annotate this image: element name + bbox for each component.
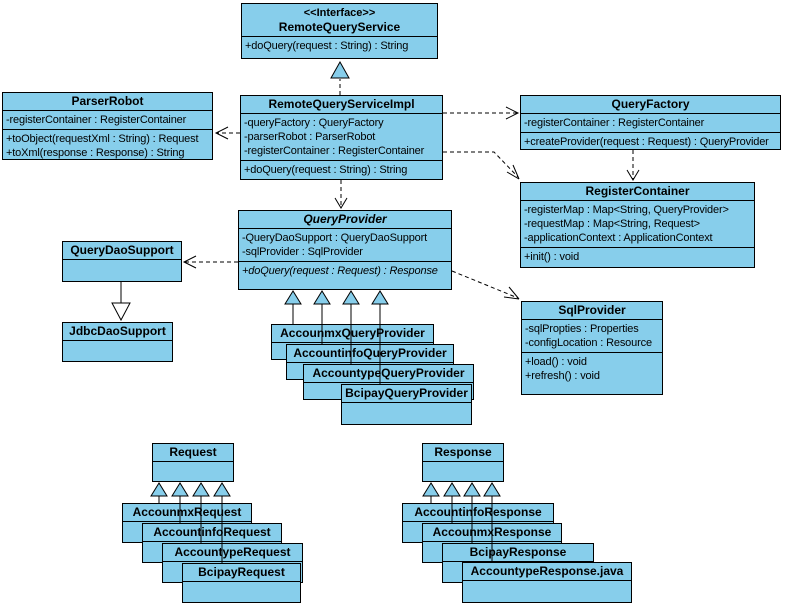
method: +load() : void bbox=[525, 356, 587, 368]
empty-compartment bbox=[163, 561, 302, 566]
method: +refresh() : void bbox=[525, 370, 600, 382]
method: +toObject(requestXml : String) : Request bbox=[6, 133, 199, 145]
class-name: BcipayResponse bbox=[469, 545, 567, 559]
class-query-factory[interactable]: QueryFactory -registerContainer : Regist… bbox=[520, 95, 781, 150]
dependency-impl-to-register-container bbox=[443, 151, 520, 180]
class-name: ParserRobot bbox=[71, 94, 144, 108]
attributes-compartment: -QueryDaoSupport : QueryDaoSupport -sqlP… bbox=[239, 228, 451, 261]
methods-compartment: +doQuery(request : String) : String bbox=[241, 160, 442, 179]
class-name: AccountinfoRequest bbox=[153, 525, 271, 539]
methods-compartment: +init() : void bbox=[521, 247, 754, 266]
empty-compartment bbox=[443, 561, 593, 566]
empty-compartment bbox=[153, 461, 233, 466]
class-name: QueryFactory bbox=[611, 97, 690, 111]
attribute: -requestMap : Map<String, Request> bbox=[524, 218, 700, 230]
method: +doQuery(request : String) : String bbox=[245, 40, 409, 52]
dependency-query-factory-to-register-container bbox=[626, 150, 640, 181]
class-name: AccountinfoQueryProvider bbox=[293, 346, 447, 360]
attributes-compartment: -registerContainer : RegisterContainer bbox=[521, 113, 780, 132]
empty-compartment bbox=[143, 541, 281, 546]
empty-compartment bbox=[272, 342, 433, 347]
class-name: JdbcDaoSupport bbox=[69, 324, 166, 338]
class-name: AccountypeResponse.java bbox=[470, 564, 624, 578]
attribute: -sqlPropties : Properties bbox=[525, 323, 639, 335]
class-name: AccountinfoResponse bbox=[414, 505, 542, 519]
class-query-dao-support[interactable]: QueryDaoSupport bbox=[62, 241, 182, 282]
class-name: AccountypeQueryProvider bbox=[312, 366, 465, 380]
realization-impl-to-interface bbox=[330, 60, 350, 95]
class-bcipay-request[interactable]: BcipayRequest bbox=[182, 563, 301, 603]
empty-compartment bbox=[123, 521, 251, 526]
attribute: -registerContainer : RegisterContainer bbox=[244, 145, 425, 157]
methods-compartment: +doQuery(request : String) : String bbox=[242, 36, 437, 55]
attribute: -applicationContext : ApplicationContext bbox=[524, 232, 713, 244]
class-name: AccounmxQueryProvider bbox=[280, 326, 425, 340]
dependency-impl-to-query-provider bbox=[334, 180, 348, 209]
class-jdbc-dao-support[interactable]: JdbcDaoSupport bbox=[62, 322, 173, 362]
class-remote-query-service[interactable]: <<Interface>> RemoteQueryService +doQuer… bbox=[241, 3, 438, 59]
class-name: SqlProvider bbox=[558, 303, 626, 317]
generalization-query-dao-support-to-jdbc-dao-support bbox=[111, 282, 131, 322]
attribute: -registerContainer : RegisterContainer bbox=[6, 114, 187, 126]
attribute: -registerContainer : RegisterContainer bbox=[524, 117, 705, 129]
stereotype-label: <<Interface>> bbox=[303, 7, 376, 19]
class-sql-provider[interactable]: SqlProvider -sqlPropties : Properties -c… bbox=[521, 301, 663, 395]
class-name: QueryProvider bbox=[303, 212, 387, 226]
class-name: AccountypeRequest bbox=[174, 545, 291, 559]
class-name: RemoteQueryService bbox=[278, 20, 401, 34]
empty-compartment bbox=[63, 340, 172, 345]
class-response[interactable]: Response bbox=[422, 443, 504, 482]
attribute: -sqlProvider : SqlProvider bbox=[242, 246, 363, 258]
dependency-impl-to-parser-robot bbox=[214, 126, 240, 140]
methods-compartment: +createProvider(request : Request) : Que… bbox=[521, 132, 780, 151]
empty-compartment bbox=[183, 581, 300, 586]
attribute: -registerMap : Map<String, QueryProvider… bbox=[524, 204, 729, 216]
method: +createProvider(request : Request) : Que… bbox=[524, 136, 769, 148]
method: +init() : void bbox=[524, 251, 580, 263]
empty-compartment bbox=[463, 580, 631, 585]
class-name: AccounmxResponse bbox=[432, 525, 552, 539]
class-parser-robot[interactable]: ParserRobot -registerContainer : Registe… bbox=[2, 92, 213, 160]
dependency-impl-to-query-factory bbox=[443, 106, 520, 120]
class-name: RemoteQueryServiceImpl bbox=[268, 97, 415, 111]
methods-compartment: +load() : void +refresh() : void bbox=[522, 352, 662, 385]
empty-compartment bbox=[342, 402, 471, 407]
attribute: -QueryDaoSupport : QueryDaoSupport bbox=[242, 232, 428, 244]
class-title: <<Interface>> RemoteQueryService bbox=[242, 4, 437, 36]
attribute: -queryFactory : QueryFactory bbox=[244, 117, 384, 129]
class-name: Request bbox=[169, 445, 217, 459]
class-remote-query-service-impl[interactable]: RemoteQueryServiceImpl -queryFactory : Q… bbox=[240, 95, 443, 180]
class-bcipay-query-provider[interactable]: BcipayQueryProvider bbox=[341, 384, 472, 425]
empty-compartment bbox=[423, 461, 503, 466]
empty-compartment bbox=[304, 382, 473, 387]
attributes-compartment: -sqlPropties : Properties -configLocatio… bbox=[522, 319, 662, 352]
class-name: BcipayQueryProvider bbox=[345, 386, 468, 400]
class-accountype-response[interactable]: AccountypeResponse.java bbox=[462, 562, 632, 603]
attribute: -parserRobot : ParserRobot bbox=[244, 131, 376, 143]
methods-compartment: +toObject(requestXml : String) : Request… bbox=[3, 129, 212, 162]
dependency-query-provider-to-sql-provider bbox=[451, 270, 520, 300]
class-name: AccounmxRequest bbox=[132, 505, 242, 519]
attribute: -configLocation : Resource bbox=[525, 337, 652, 349]
empty-compartment bbox=[63, 259, 181, 264]
dependency-query-provider-to-query-dao-support bbox=[182, 255, 238, 269]
attributes-compartment: -queryFactory : QueryFactory -parserRobo… bbox=[241, 113, 442, 160]
attributes-compartment: -registerContainer : RegisterContainer bbox=[3, 110, 212, 129]
class-request[interactable]: Request bbox=[152, 443, 234, 482]
abstract-method: +doQuery(request : Request) : Response bbox=[242, 265, 438, 277]
class-name: QueryDaoSupport bbox=[70, 243, 174, 257]
method: +toXml(response : Response) : String bbox=[6, 147, 185, 159]
class-name: BcipayRequest bbox=[198, 565, 285, 579]
class-name: Response bbox=[434, 445, 492, 459]
empty-compartment bbox=[403, 521, 553, 526]
method: +doQuery(request : String) : String bbox=[244, 164, 408, 176]
class-query-provider[interactable]: QueryProvider -QueryDaoSupport : QueryDa… bbox=[238, 210, 452, 290]
class-name: RegisterContainer bbox=[585, 184, 690, 198]
empty-compartment bbox=[287, 362, 453, 367]
attributes-compartment: -registerMap : Map<String, QueryProvider… bbox=[521, 200, 754, 247]
methods-compartment: +doQuery(request : Request) : Response bbox=[239, 261, 451, 280]
class-register-container[interactable]: RegisterContainer -registerMap : Map<Str… bbox=[520, 182, 755, 268]
